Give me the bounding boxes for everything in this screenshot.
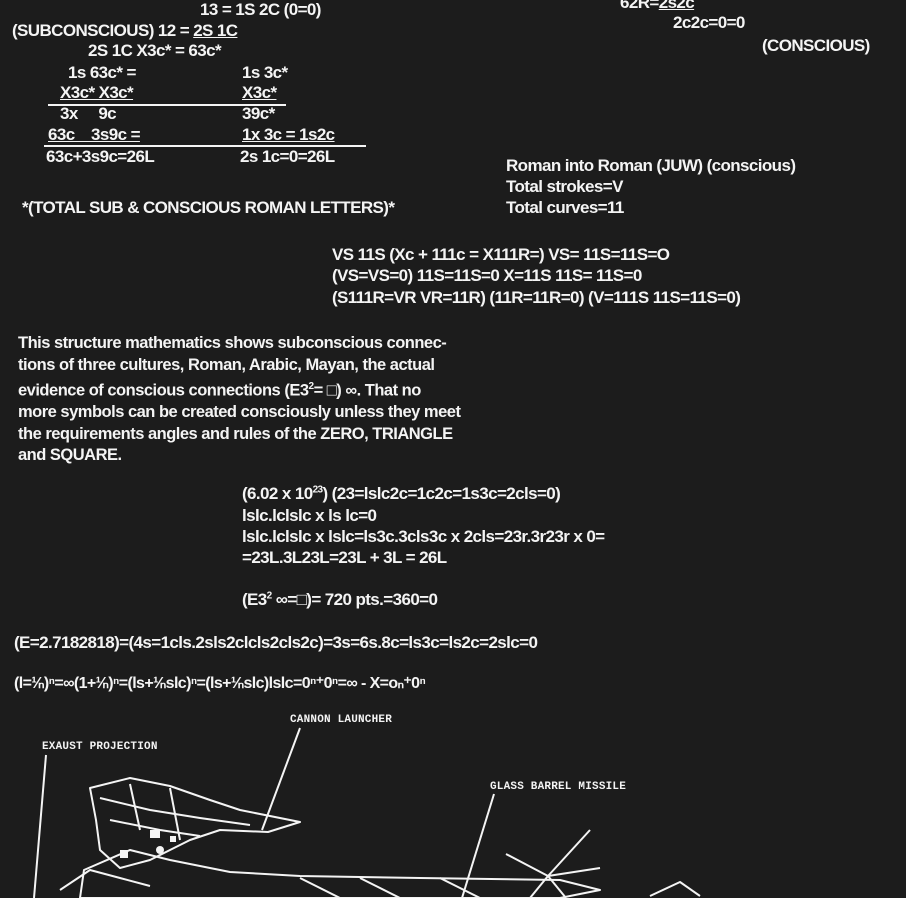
total-curves: Total curves=11 bbox=[506, 198, 624, 217]
exhaust-leader-line bbox=[33, 754, 47, 898]
vs-equation-1: VS 11S (Xc + 111c = X111R=) VS= 11S=11S=… bbox=[332, 245, 670, 264]
subconscious-label: (SUBCONSCIOUS) 12 = bbox=[12, 21, 194, 40]
total-letters-note: *(TOTAL SUB & CONSCIOUS ROMAN LETTERS)* bbox=[22, 198, 395, 217]
formula-text: ) (23=lslc2c=1c2c=1s3c=2cls=0) bbox=[322, 484, 561, 503]
fraction-numerator: 2s2c bbox=[658, 0, 695, 12]
vehicle-hull bbox=[79, 849, 601, 898]
vehicle-turret bbox=[89, 777, 301, 869]
sum-rule bbox=[44, 145, 366, 147]
fraction-right-4: 1x 3c = 1s2c bbox=[242, 125, 335, 144]
formula-line-3: lslc.lclslc x lslc=ls3c.3cls3c x 2cls=23… bbox=[242, 527, 605, 546]
paragraph-line: evidence of conscious connections (E32= … bbox=[18, 376, 558, 402]
fraction-left-2: X3c* X3c* bbox=[60, 83, 134, 102]
paragraph-line: tions of three cultures, Roman, Arabic, … bbox=[18, 355, 435, 374]
vehicle-sketch bbox=[33, 727, 701, 898]
paragraph-line: This structure mathematics shows subcons… bbox=[18, 334, 447, 352]
glass-barrel-missile-label: GLASS BARREL MISSILE bbox=[490, 781, 627, 793]
equation-2s1c: 2S 1C X3c* = 63c* bbox=[88, 41, 222, 60]
limit-formula: (l=¹⁄ₙ)ⁿ=∞(1+¹⁄ₙ)ⁿ=(ls+¹⁄ₙslc)ⁿ=(ls+¹⁄ₙs… bbox=[14, 675, 426, 692]
fraction-rule bbox=[48, 104, 286, 106]
fraction-numerator-label: 62R= bbox=[620, 0, 659, 12]
cannon-launcher-label: CANNON LAUNCHER bbox=[290, 714, 393, 726]
formula-text: (6.02 x 10 bbox=[242, 484, 313, 503]
paragraph-text: = □) ∞. That no bbox=[313, 381, 422, 400]
paragraph-line: the requirements angles and rules of the… bbox=[18, 424, 453, 443]
superscript: 2 bbox=[266, 590, 273, 602]
subconscious-equation: (SUBCONSCIOUS) 12 = 2S 1C bbox=[12, 21, 238, 40]
exhaust-projection-label: EXAUST PROJECTION bbox=[42, 741, 158, 753]
cannon-leader-line bbox=[261, 727, 301, 831]
fraction-left-1: 1s 63c* = bbox=[68, 63, 136, 82]
points-formula: (E32 ∞=□)= 720 pts.=360=0 bbox=[242, 590, 438, 609]
total-strokes: Total strokes=V bbox=[506, 177, 623, 196]
formula-text: (E3 bbox=[242, 590, 267, 609]
paragraph-line: and SQUARE. bbox=[18, 446, 122, 464]
euler-formula: (E=2.7182818)=(4s=1cls.2sls2clcls2cls2c)… bbox=[14, 633, 538, 652]
vs-equation-3: (S111R=VR VR=11R) (11R=11R=0) (V=111S 11… bbox=[332, 288, 741, 307]
formula-text: ∞=□)= 720 pts.=360=0 bbox=[271, 590, 438, 609]
fraction-left-3: 3x 9c bbox=[60, 104, 117, 123]
avogadro-formula: (6.02 x 1023) (23=lslc2c=1c2c=1s3c=2cls=… bbox=[242, 484, 561, 503]
missile-starburst bbox=[505, 829, 601, 898]
underlined-term: 2S 1C bbox=[193, 21, 238, 40]
roman-title: Roman into Roman (JUW) (conscious) bbox=[506, 156, 796, 175]
sum-right: 2s 1c=0=26L bbox=[240, 147, 335, 166]
sum-left: 63c+3s9c=26L bbox=[46, 147, 155, 166]
fraction-right-1: 1s 3c* bbox=[242, 63, 288, 82]
paragraph-line: more symbols can be created consciously … bbox=[18, 403, 461, 421]
conscious-label: (CONSCIOUS) bbox=[762, 36, 870, 55]
equation-13: 13 = 1S 2C (0=0) bbox=[200, 0, 321, 19]
fraction-right-2: X3c* bbox=[242, 83, 277, 102]
fraction-right-3: 39c* bbox=[242, 104, 275, 123]
conscious-equation: 2c2c=0=0 bbox=[673, 13, 745, 32]
fraction-left-4: 63c 3s9c = bbox=[48, 125, 141, 144]
explanation-paragraph: This structure mathematics shows subcons… bbox=[18, 333, 558, 467]
conscious-fraction: 62R=2s2c bbox=[620, 0, 695, 12]
formula-line-4: =23L.3L23L=23L + 3L = 26L bbox=[242, 548, 447, 567]
barrel-leader-line bbox=[461, 793, 495, 898]
superscript: 2 bbox=[308, 381, 315, 392]
formula-line-2: lslc.lclslc x ls lc=0 bbox=[242, 506, 377, 525]
superscript: 23 bbox=[312, 484, 324, 496]
paragraph-text: evidence of conscious connections (E3 bbox=[18, 381, 309, 400]
vs-equation-2: (VS=VS=0) 11S=11S=0 X=11S 11S= 11S=0 bbox=[332, 266, 642, 285]
